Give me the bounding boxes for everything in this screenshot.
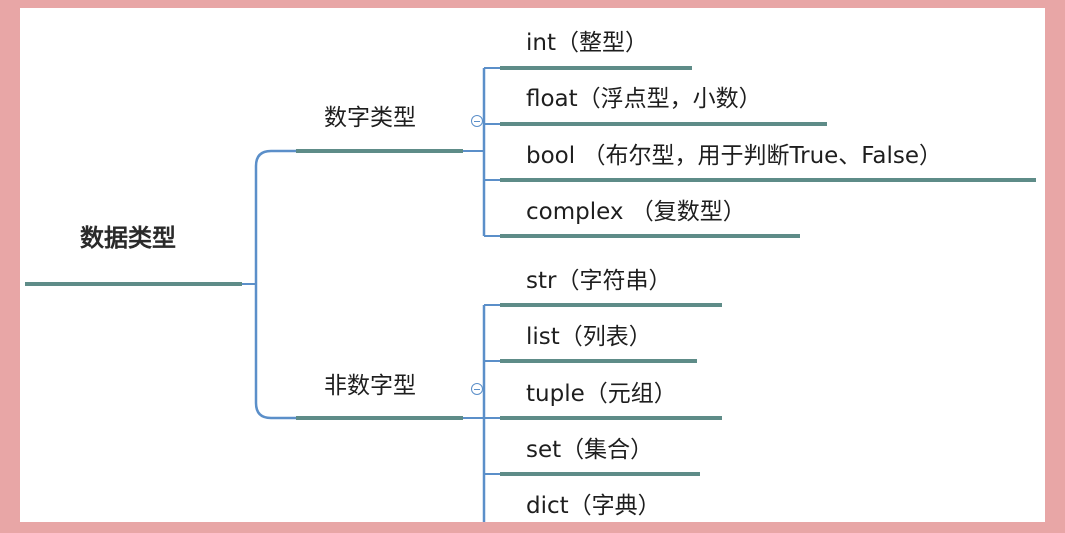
root-node-label[interactable]: 数据类型	[80, 224, 176, 252]
mindmap-connectors	[25, 66, 1036, 522]
leaf-bool[interactable]: bool （布尔型，用于判断True、False）	[526, 143, 943, 169]
leaf-list[interactable]: list（列表）	[526, 324, 652, 350]
leaf-complex[interactable]: complex （复数型）	[526, 199, 746, 225]
connector-root-numeric	[254, 149, 296, 284]
leaf-dict[interactable]: dict（字典）	[526, 493, 661, 519]
leaf-int[interactable]: int（整型）	[526, 30, 648, 56]
branch-label-numeric[interactable]: 数字类型	[324, 105, 416, 131]
leaf-tuple[interactable]: tuple（元组）	[526, 381, 677, 407]
leaf-set[interactable]: set（集合）	[526, 437, 654, 463]
leaf-str[interactable]: str（字符串）	[526, 268, 672, 294]
collapse-non-numeric-icon[interactable]	[471, 383, 483, 395]
collapse-numeric-icon[interactable]	[471, 115, 483, 127]
leaf-float[interactable]: float（浮点型，小数）	[526, 86, 762, 112]
connector-root-non-numeric	[254, 284, 296, 420]
branch-label-non-numeric[interactable]: 非数字型	[324, 373, 416, 399]
mindmap-canvas: 数据类型 数字类型 非数字型 int（整型） float（浮点型，小数） boo…	[20, 8, 1045, 522]
